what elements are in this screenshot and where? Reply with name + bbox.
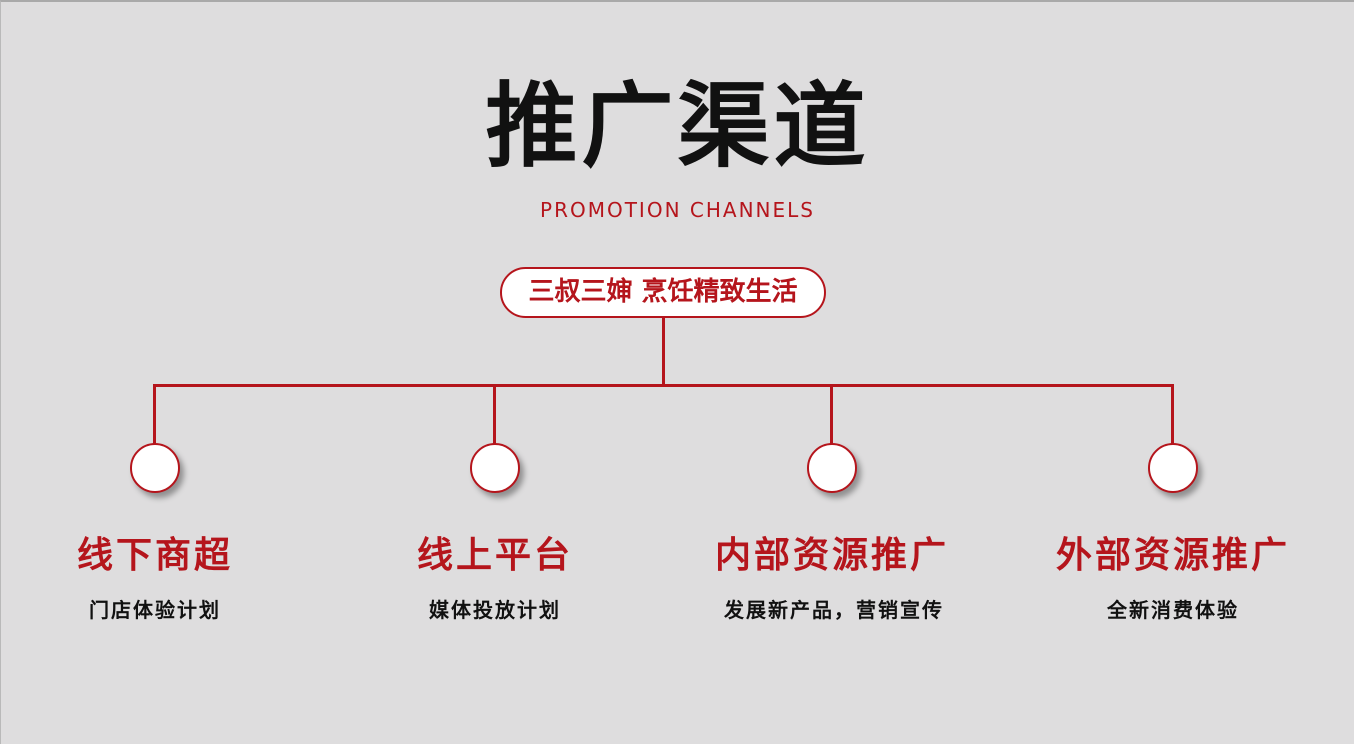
branch-description: 媒体投放计划 — [429, 598, 561, 622]
branch-node-circle — [470, 443, 520, 493]
branch-connector-line — [493, 384, 496, 444]
branch-description: 门店体验计划 — [89, 598, 221, 622]
branch-connector-line — [1171, 384, 1174, 444]
branch-connector-line — [153, 384, 156, 444]
branch-node-circle — [130, 443, 180, 493]
branch-node-circle — [1148, 443, 1198, 493]
branch-title: 线下商超 — [76, 534, 233, 576]
branch-connector-line — [830, 384, 833, 444]
branch-description: 发展新产品，营销宣传 — [724, 598, 944, 622]
page-title: 推广渠道 — [485, 72, 870, 180]
page-subtitle: PROMOTION CHANNELS — [540, 198, 815, 222]
branch-title: 外部资源推广 — [1055, 534, 1290, 576]
horizontal-connector-line — [153, 384, 1174, 387]
branch-title: 线上平台 — [416, 534, 573, 576]
branch-node-circle — [807, 443, 857, 493]
root-connector-line — [662, 318, 665, 386]
branch-title: 内部资源推广 — [714, 534, 949, 576]
root-node: 三叔三婶 烹饪精致生活 — [500, 267, 826, 318]
branch-description: 全新消费体验 — [1107, 598, 1239, 622]
